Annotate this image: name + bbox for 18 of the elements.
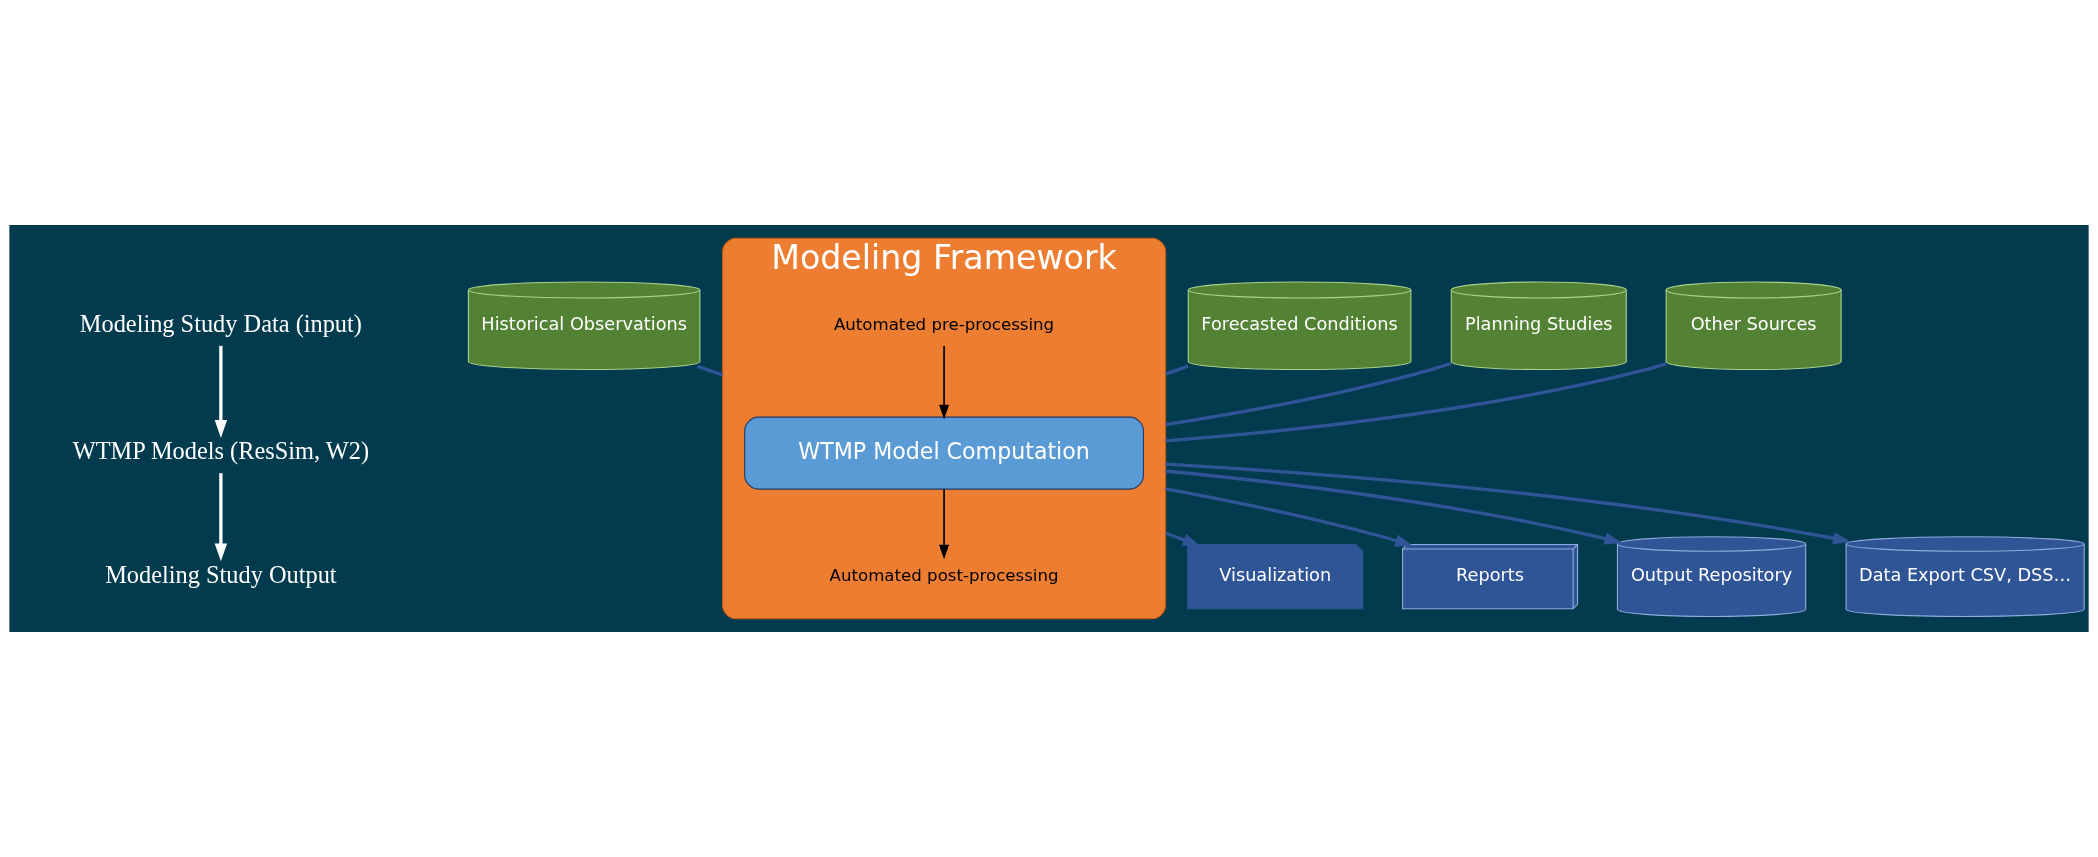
connector — [1165, 364, 1189, 376]
connector — [1165, 362, 1667, 443]
node-box: WTMP Model Computation — [744, 416, 1144, 490]
node-text: Automated pre-processing — [833, 314, 1055, 334]
arrow — [1165, 531, 1201, 547]
connector — [1165, 361, 1452, 427]
arrow — [1165, 487, 1413, 547]
arrow — [214, 473, 228, 562]
node-text: Modeling Study Output — [105, 560, 337, 588]
connector — [697, 364, 724, 377]
arrow — [939, 345, 950, 420]
node-text: WTMP Models (ResSim, W2) — [72, 437, 370, 465]
arrow — [1165, 462, 1851, 545]
node-text: Automated post-processing — [829, 565, 1059, 585]
arrow — [1165, 469, 1623, 545]
node-text: Modeling Study Data (input) — [79, 309, 362, 337]
arrow — [939, 488, 950, 560]
arrow — [214, 345, 228, 438]
